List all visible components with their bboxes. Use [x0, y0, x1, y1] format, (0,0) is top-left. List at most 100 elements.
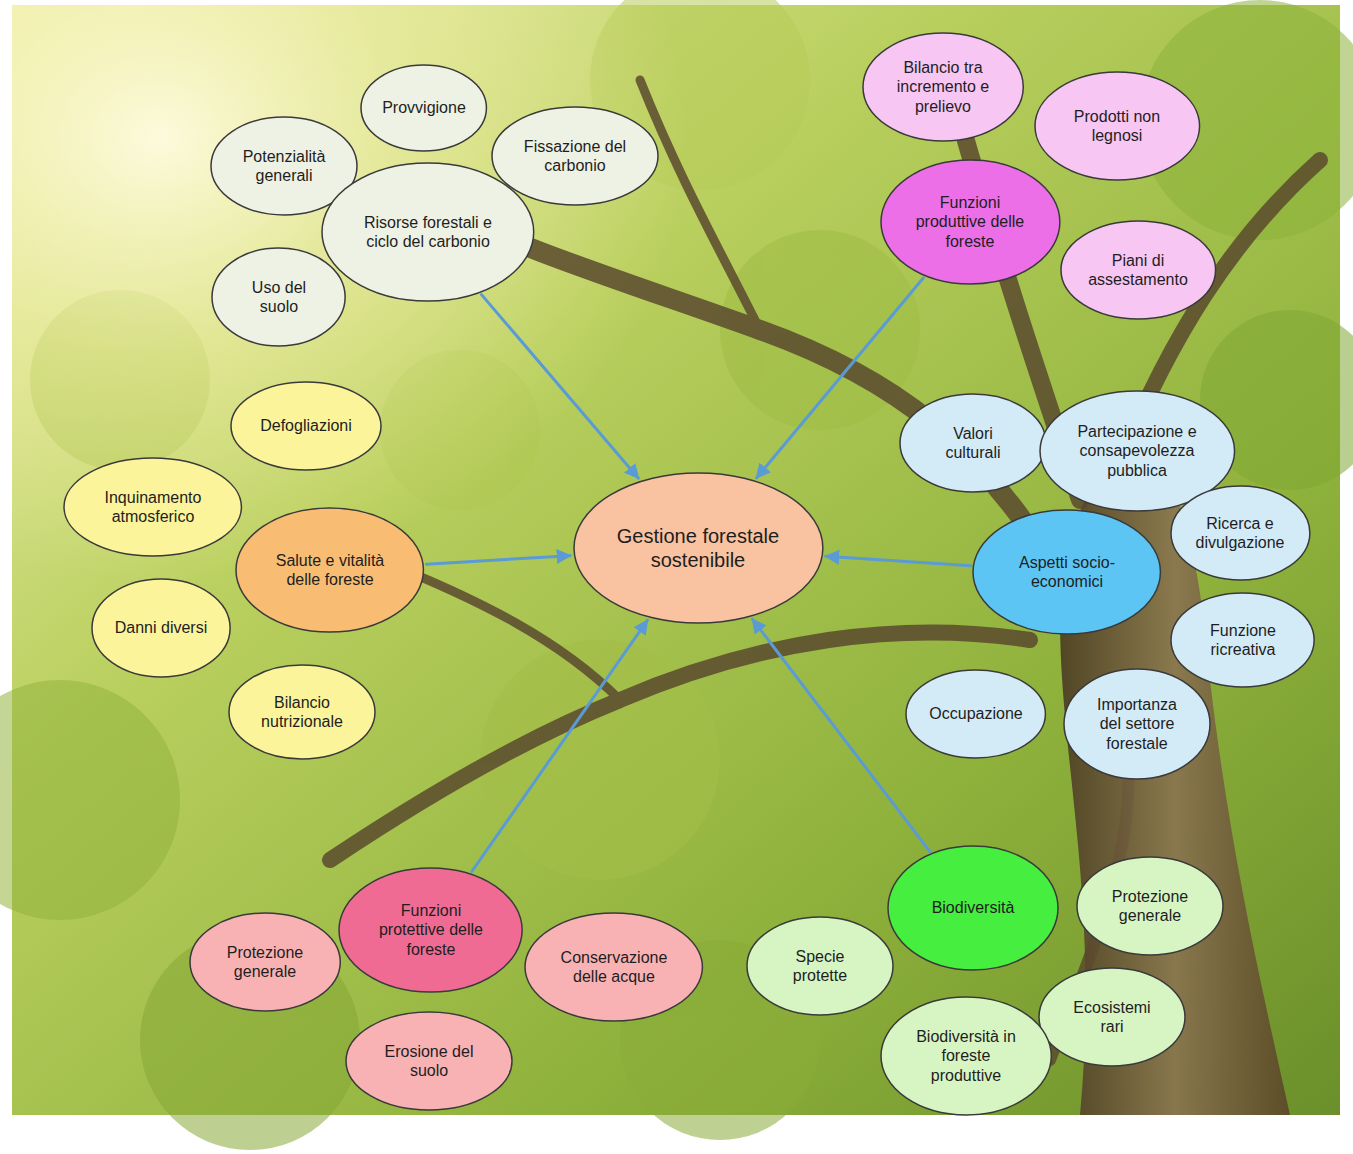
- center-ellipse: Gestione forestale sostenibile: [573, 472, 824, 624]
- category-ellipse: Aspetti socio-economici: [972, 509, 1161, 635]
- node-label: Specie protette: [771, 947, 869, 985]
- node-label: Funzioni produttive delle foreste: [909, 193, 1030, 251]
- ellipse-fill: [236, 508, 423, 632]
- ellipse-fill: [1035, 72, 1200, 180]
- branch: [330, 633, 1030, 861]
- ellipse-fill: [973, 510, 1160, 634]
- ellipse-outline: [1038, 967, 1186, 1067]
- topic-ellipse: Biodiversità in foreste produttive: [880, 996, 1052, 1116]
- node-label: Fissazione del carbonio: [519, 137, 631, 175]
- topic-ellipse: Provvigione: [360, 64, 487, 152]
- ellipse-outline: [899, 393, 1047, 493]
- ellipse-fill: [231, 382, 381, 470]
- ellipse-fill: [190, 913, 340, 1011]
- node-label: Gestione forestale sostenibile: [613, 524, 783, 572]
- ellipse-outline: [972, 509, 1161, 635]
- node-label: Piani di assestamento: [1086, 251, 1190, 289]
- ellipse-outline: [211, 247, 346, 347]
- ellipse-fill: [863, 33, 1023, 141]
- connector-arrow: [472, 620, 647, 871]
- ellipse-fill: [747, 917, 893, 1015]
- node-label: Ricerca e divulgazione: [1193, 514, 1286, 552]
- category-ellipse: Salute e vitalità delle foreste: [235, 507, 424, 633]
- node-label: Occupazione: [929, 704, 1022, 723]
- ellipse-fill: [92, 579, 230, 677]
- connector-arrow: [426, 556, 570, 565]
- ellipse-outline: [189, 912, 341, 1012]
- node-label: Valori culturali: [924, 424, 1022, 462]
- node-label: Salute e vitalità delle foreste: [266, 551, 393, 589]
- ellipse-fill: [881, 997, 1051, 1115]
- node-label: Partecipazione e consapevolezza pubblica: [1071, 422, 1203, 480]
- node-label: Protezione generale: [1101, 887, 1199, 925]
- ellipse-fill: [346, 1012, 512, 1110]
- topic-ellipse: Ecosistemi rari: [1038, 967, 1186, 1067]
- ellipse-fill: [1077, 857, 1223, 955]
- ellipse-outline: [345, 1011, 513, 1111]
- ellipse-outline: [1060, 220, 1217, 320]
- connector-arrow: [753, 619, 930, 851]
- node-label: Erosione del suolo: [373, 1042, 485, 1080]
- ellipse-outline: [524, 912, 703, 1022]
- connector-arrow: [757, 278, 924, 478]
- ellipse-fill: [361, 65, 486, 151]
- category-ellipse: Biodiversità: [887, 845, 1059, 971]
- node-label: Uso del suolo: [234, 278, 323, 316]
- topic-ellipse: Specie protette: [746, 916, 894, 1016]
- topic-ellipse: Prodotti non legnosi: [1034, 71, 1201, 181]
- node-label: Protezione generale: [214, 943, 315, 981]
- node-label: Potenzialità generali: [235, 147, 333, 185]
- ellipse-outline: [1170, 592, 1315, 688]
- ellipse-outline: [1170, 485, 1311, 581]
- ellipse-fill: [525, 913, 702, 1021]
- topic-ellipse: Valori culturali: [899, 393, 1047, 493]
- ellipse-fill: [888, 846, 1058, 970]
- topic-ellipse: Piani di assestamento: [1060, 220, 1217, 320]
- topic-ellipse: Importanza del settore forestale: [1063, 668, 1211, 780]
- ellipse-fill: [574, 473, 823, 623]
- node-label: Defogliazioni: [260, 416, 352, 435]
- ellipse-outline: [573, 472, 824, 624]
- topic-ellipse: Occupazione: [905, 669, 1046, 759]
- ellipse-outline: [63, 457, 242, 557]
- node-label: Funzioni protettive delle foreste: [369, 901, 493, 959]
- ellipse-fill: [212, 248, 345, 346]
- topic-ellipse: Defogliazioni: [230, 381, 382, 471]
- ellipse-fill: [900, 394, 1046, 492]
- connector-arrow: [826, 556, 971, 565]
- node-label: Bilancio nutrizionale: [253, 693, 351, 731]
- node-label: Conservazione delle acque: [554, 948, 674, 986]
- topic-ellipse: Conservazione delle acque: [524, 912, 703, 1022]
- ellipse-fill: [1064, 669, 1210, 779]
- ellipse-fill: [339, 868, 522, 992]
- category-ellipse: Risorse forestali e ciclo del carbonio: [321, 162, 535, 302]
- node-label: Ecosistemi rari: [1063, 998, 1161, 1036]
- node-label: Biodiversità: [932, 898, 1015, 917]
- topic-ellipse: Fissazione del carbonio: [491, 106, 659, 206]
- node-label: Prodotti non legnosi: [1061, 107, 1172, 145]
- node-label: Importanza del settore forestale: [1088, 695, 1186, 753]
- topic-ellipse: Erosione del suolo: [345, 1011, 513, 1111]
- node-label: Provvigione: [382, 98, 466, 117]
- topic-ellipse: Bilancio tra incremento e prelievo: [862, 32, 1024, 142]
- photo-ground: [12, 5, 1340, 1115]
- category-ellipse: Funzioni protettive delle foreste: [338, 867, 523, 993]
- ellipse-fill: [1061, 221, 1216, 319]
- ellipse-outline: [1076, 856, 1224, 956]
- ellipse-outline: [235, 507, 424, 633]
- topic-ellipse: Protezione generale: [1076, 856, 1224, 956]
- node-label: Bilancio tra incremento e prelievo: [889, 58, 997, 116]
- node-label: Funzione ricreativa: [1195, 621, 1291, 659]
- ellipse-fill: [906, 670, 1045, 758]
- category-ellipse: Funzioni produttive delle foreste: [880, 159, 1061, 285]
- topic-ellipse: Danni diversi: [91, 578, 231, 678]
- node-label: Inquinamento atmosferico: [93, 488, 213, 526]
- ellipse-fill: [1171, 593, 1314, 687]
- topic-ellipse: Ricerca e divulgazione: [1170, 485, 1311, 581]
- ellipse-fill: [881, 160, 1060, 284]
- topic-ellipse: Inquinamento atmosferico: [63, 457, 242, 557]
- ellipse-outline: [321, 162, 535, 302]
- branch: [640, 80, 760, 330]
